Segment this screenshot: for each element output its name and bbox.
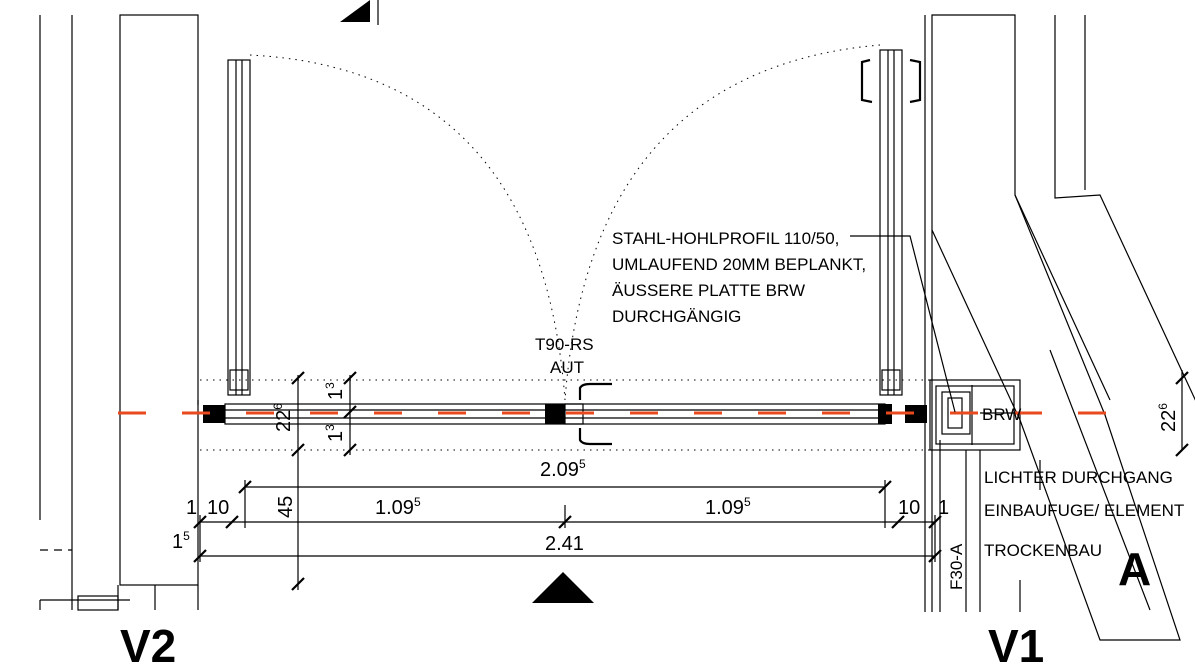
door-type-label: T90-RS bbox=[535, 335, 594, 354]
section-label-a: A bbox=[1118, 543, 1151, 595]
right-wall bbox=[924, 14, 1195, 641]
door-mode-label: AUT bbox=[550, 358, 584, 377]
note-line-4: DURCHGÄNGIG bbox=[612, 307, 741, 326]
lichter-line-1: LICHTER DURCHGANG bbox=[984, 468, 1173, 487]
lichter-line-3: TROCKENBAU bbox=[984, 541, 1102, 560]
dim-joint-left: 1 bbox=[186, 497, 197, 519]
open-door-leaf-left bbox=[227, 59, 251, 396]
dim-leaf-left: 1.095 bbox=[375, 495, 421, 519]
brw-tag: BRW bbox=[982, 405, 1021, 424]
section-arrow-top bbox=[340, 0, 370, 22]
dim-joint-right: 1 bbox=[938, 497, 949, 519]
dim-leaf-right: 1.095 bbox=[705, 495, 751, 519]
dim-clear-width: 2.095 bbox=[540, 457, 586, 481]
dim-wall-depth: 226 bbox=[1156, 403, 1180, 432]
door-swing-arcs bbox=[200, 44, 930, 451]
dim-offset-left: 15 bbox=[172, 529, 190, 553]
view-label-v1: V1 bbox=[988, 620, 1044, 667]
dim-total-width: 2.41 bbox=[545, 533, 584, 555]
left-wall bbox=[39, 14, 199, 611]
note-line-3: ÄUSSERE PLATTE BRW bbox=[612, 281, 805, 300]
dimension-lines bbox=[193, 370, 1189, 591]
view-label-v2: V2 bbox=[120, 620, 176, 667]
dim-depth: 45 bbox=[275, 496, 297, 518]
dim-frame-right: 10 bbox=[898, 497, 920, 519]
note-leader bbox=[850, 235, 956, 413]
lichter-line-2: EINBAUFUGE/ ELEMENT bbox=[984, 501, 1184, 520]
fire-class-label: F30-A bbox=[947, 543, 966, 590]
open-door-leaf-right bbox=[860, 49, 922, 396]
dim-leaf-thickness: 226 bbox=[271, 403, 295, 432]
closed-door-set bbox=[203, 382, 927, 446]
dim-profile-b: 13 bbox=[323, 424, 347, 442]
dim-frame-left: 10 bbox=[207, 497, 229, 519]
section-arrow-bottom bbox=[532, 572, 594, 603]
note-line-2: UMLAUFEND 20MM BEPLANKT, bbox=[612, 255, 866, 274]
dim-profile-a: 13 bbox=[323, 382, 347, 400]
note-line-1: STAHL-HOHLPROFIL 110/50, bbox=[612, 229, 839, 248]
